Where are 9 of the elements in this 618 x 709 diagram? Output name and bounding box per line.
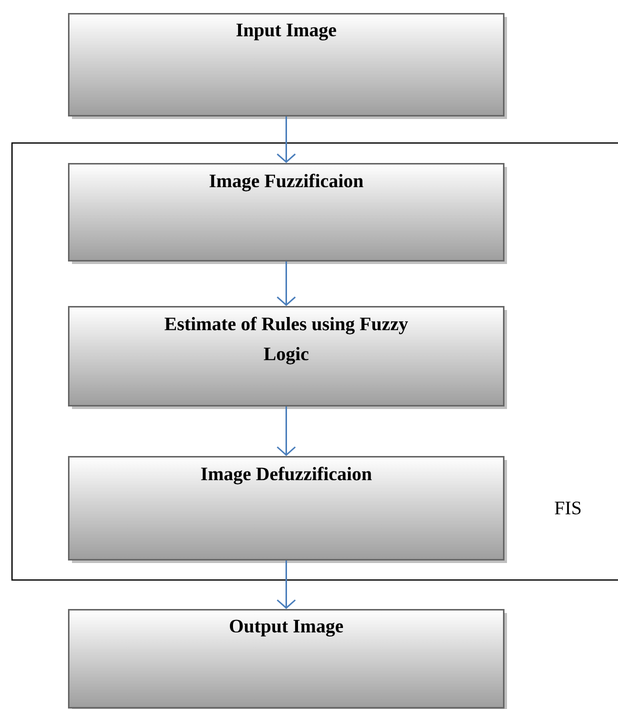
process-box: Estimate of Rules using Fuzzy Logic (68, 306, 507, 409)
process-box: Output Image (68, 609, 507, 709)
process-box: Image Defuzzificaion (68, 456, 507, 563)
process-box: Input Image (68, 13, 507, 119)
arrow (276, 560, 296, 609)
arrow (276, 116, 296, 163)
arrow (276, 406, 296, 456)
process-box: Image Fuzzificaion (68, 163, 507, 264)
arrow (276, 262, 296, 306)
